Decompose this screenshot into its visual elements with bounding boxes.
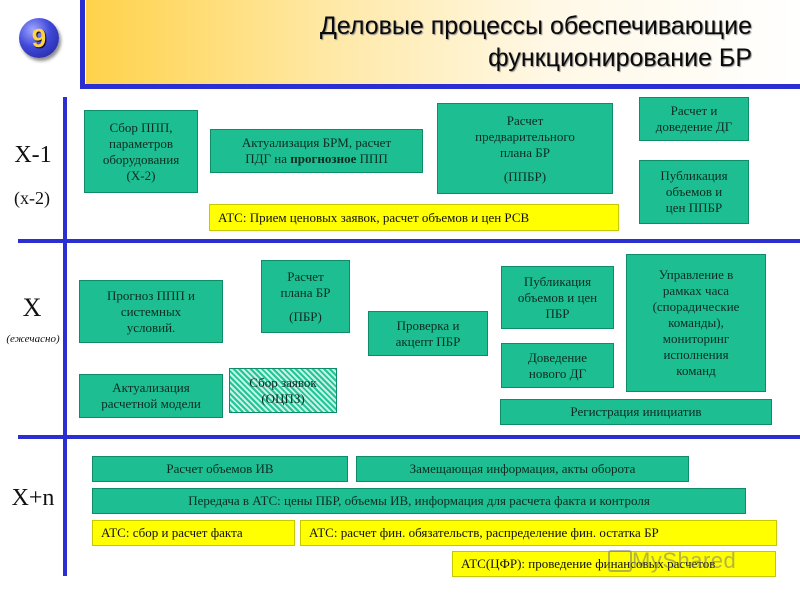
box-publikaciya-pbr-line1: Публикация [523, 273, 592, 289]
box-proverka-pbr-line2: акцепт ПБР [395, 333, 461, 349]
row-label-x: X [22, 293, 42, 322]
box-aktualizaciya-model-line1: Актуализация [112, 380, 190, 395]
slide-number: 9 [31, 23, 47, 53]
box-sbor-ppp-line4: (Х-2) [126, 167, 156, 183]
watermark-icon [608, 550, 632, 572]
row-label-divider [63, 97, 67, 576]
box-raschet-dg-line2: доведение ДГ [655, 119, 733, 134]
header-band [86, 0, 800, 84]
box-dovedenie-dg: Доведение нового ДГ [501, 343, 614, 388]
box-upravlenie-line1: Управление в [658, 267, 734, 282]
box-ats-fin: АТС: расчет фин. обязательств, распредел… [300, 520, 777, 546]
box-publikaciya-pbr: Публикация объемов и цен ПБР [501, 266, 614, 329]
box-aktualizaciya-brm-suffix: ППП [356, 151, 388, 166]
title-line-2: функционирование БР [488, 44, 752, 72]
box-zameshchayushchaya-text: Замещающая информация, акты оборота [409, 461, 636, 476]
box-ats-rsv-text: АТС: Прием ценовых заявок, расчет объемо… [218, 209, 530, 225]
box-publikaciya-ppbr: Публикация объемов и цен ППБР [639, 160, 749, 224]
page-title: Деловые процессы обеспечивающие функцион… [240, 10, 752, 74]
title-line-1: Деловые процессы обеспечивающие [319, 12, 752, 40]
row-label-xn: X+n [11, 485, 55, 511]
box-ats-fin-text: АТС: расчет фин. обязательств, распредел… [309, 525, 659, 540]
box-prognoz-ppp-line1: Прогноз ППП и [107, 287, 195, 303]
box-upravlenie-line5: мониторинг [662, 331, 730, 346]
box-publikaciya-ppbr-line1: Публикация [660, 168, 728, 183]
box-raschet-dg: Расчет и доведение ДГ [639, 97, 749, 141]
box-aktualizaciya-brm-line1: Актуализация БРМ, расчет [241, 135, 392, 150]
box-aktualizaciya-brm: Актуализация БРМ, расчет ПДГ на прогнозн… [210, 129, 423, 173]
box-raschet-ppbr-line1: Расчет [506, 112, 544, 128]
row-divider-1 [18, 239, 800, 243]
box-raschet-iv: Расчет объемов ИВ [92, 456, 348, 482]
box-upravlenie: Управление в рамках часа (спорадические … [626, 254, 766, 392]
box-aktualizaciya-model: Актуализация расчетной модели [79, 374, 223, 418]
box-prognoz-ppp: Прогноз ППП и системных условий. [79, 280, 223, 343]
box-raschet-ppbr-abbr: (ППБР) [503, 168, 547, 184]
box-proverka-pbr: Проверка и акцепт ПБР [368, 311, 488, 356]
box-raschet-iv-text: Расчет объемов ИВ [166, 461, 274, 476]
box-peredacha: Передача в АТС: цены ПБР, объемы ИВ, инф… [92, 488, 746, 514]
box-aktualizaciya-model-line2: расчетной модели [101, 396, 201, 411]
header-vertical-rule [80, 0, 85, 89]
box-ats-sbor-text: АТС: сбор и расчет факта [101, 525, 243, 540]
box-prognoz-ppp-line2: системных [120, 303, 182, 319]
box-sbor-zayavok-line2: (ОЦПЗ) [261, 390, 305, 406]
row-sublabel-x2: (x-2) [14, 188, 50, 208]
box-sbor-zayavok-line1: Сбор заявок [249, 374, 317, 390]
box-sbor-ppp: Сбор ППП, параметров оборудования (Х-2) [84, 110, 198, 193]
box-upravlenie-line3: (спорадические [652, 299, 740, 314]
box-ats-sbor: АТС: сбор и расчет факта [92, 520, 295, 546]
box-raschet-pbr-line2: плана БР [280, 284, 331, 300]
box-sbor-ppp-line1: Сбор ППП, [109, 119, 173, 135]
box-upravlenie-line7: команд [676, 363, 716, 378]
box-sbor-ppp-line3: оборудования [102, 151, 180, 167]
box-publikaciya-pbr-line3: ПБР [545, 305, 570, 321]
box-dovedenie-dg-line1: Доведение [527, 349, 588, 365]
box-upravlenie-line4: команды), [668, 315, 724, 330]
box-prognoz-ppp-line3: условий. [126, 319, 176, 335]
box-zameshchayushchaya: Замещающая информация, акты оборота [356, 456, 689, 482]
box-sbor-zayavok: Сбор заявок (ОЦПЗ) [229, 368, 337, 413]
box-registraciya: Регистрация инициатив [500, 399, 772, 425]
box-ats-rsv: АТС: Прием ценовых заявок, расчет объемо… [209, 204, 619, 231]
box-aktualizaciya-brm-prefix: ПДГ на [245, 151, 291, 166]
box-peredacha-text: Передача в АТС: цены ПБР, объемы ИВ, инф… [188, 493, 650, 508]
box-raschet-pbr: Расчет плана БР (ПБР) [261, 260, 350, 333]
box-publikaciya-ppbr-line3: цен ППБР [665, 200, 723, 215]
box-raschet-ppbr-line3: плана БР [500, 144, 550, 160]
box-raschet-dg-line1: Расчет и [670, 103, 718, 118]
row-sublabel-hourly: (ежечасно) [6, 333, 60, 345]
box-raschet-ppbr-line2: предварительного [475, 128, 575, 144]
box-aktualizaciya-brm-line2: ПДГ на прогнозное ППП [245, 151, 388, 167]
header-horizontal-rule [80, 84, 800, 89]
box-sbor-ppp-line2: параметров [109, 135, 173, 151]
box-raschet-ppbr: Расчет предварительного плана БР (ППБР) [437, 103, 613, 194]
row-divider-2 [18, 435, 800, 439]
watermark: MyShared [632, 548, 737, 573]
box-proverka-pbr-line1: Проверка и [396, 317, 460, 333]
slide-number-badge [19, 18, 59, 58]
box-publikaciya-ppbr-line2: объемов и [665, 184, 723, 199]
box-ats-cfr-text: АТС(ЦФР): проведение финансовых расчетов [461, 556, 716, 571]
box-upravlenie-line2: рамках часа [662, 283, 730, 298]
box-aktualizaciya-brm-bold: прогнозное [290, 151, 357, 166]
box-upravlenie-line6: исполнения [663, 347, 729, 362]
box-publikaciya-pbr-line2: объемов и цен [517, 289, 598, 305]
box-registraciya-text: Регистрация инициатив [570, 404, 702, 419]
box-raschet-pbr-line1: Расчет [287, 268, 324, 284]
row-label-x1: X-1 [14, 142, 52, 168]
box-dovedenie-dg-line2: нового ДГ [528, 365, 587, 381]
box-raschet-pbr-abbr: (ПБР) [289, 308, 322, 324]
